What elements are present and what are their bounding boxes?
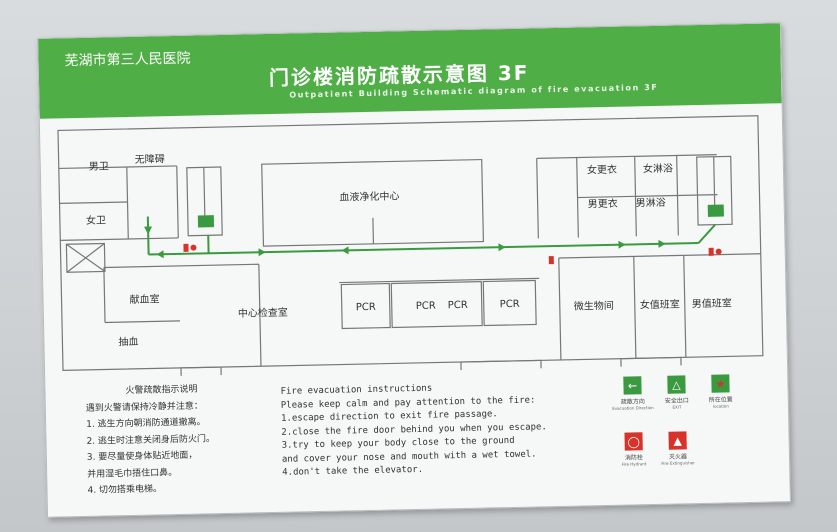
legend-sub: Fire Hydrant — [621, 461, 647, 467]
extinguisher-icon: ▲ — [668, 431, 687, 450]
cn-instruction-line: 3. 要尽量使身体贴近地面， — [86, 450, 198, 463]
room-female-duty: 女值班室 — [639, 299, 680, 312]
room-pcr-1: PCR — [355, 301, 376, 314]
chinese-instructions: 火警疏散指示说明 遇到火警请保持冷静并注意： 1. 逃生方向朝消防通道撤离。 2… — [85, 381, 216, 499]
legend-evacuation-direction: ← 疏散方向 Evacuation Direction — [611, 376, 654, 411]
room-pcr-4: PCR — [499, 298, 520, 311]
floor-plan: 男卫 无障碍 女卫 血液净化中心 女更衣 女淋浴 男更衣 男淋浴 献血室 中心检… — [56, 114, 767, 379]
cn-instruction-line: 4. 切勿搭乘电梯。 — [87, 484, 163, 496]
exit-running-icon: △ — [667, 375, 686, 394]
room-male-duty: 男值班室 — [691, 298, 732, 311]
cn-instructions-heading: 火警疏散指示说明 — [125, 384, 198, 397]
room-male-shower: 男淋浴 — [635, 197, 666, 210]
room-central-lab: 中心检查室 — [237, 307, 288, 320]
room-blood-draw: 抽血 — [118, 336, 139, 349]
legend-sub: EXIT — [672, 404, 682, 410]
legend-fire-extinguisher: ▲ 灭火器 Fire Extinguisher — [656, 431, 699, 466]
room-male-toilet: 男卫 — [88, 161, 109, 173]
legend-sub: Fire Extinguisher — [661, 460, 695, 466]
legend-sub: location — [712, 403, 729, 409]
room-female-shower: 女淋浴 — [642, 163, 674, 176]
english-instructions: Fire evacuation instructions Please keep… — [280, 380, 547, 480]
hospital-name: 芜湖市第三人民医院 — [64, 50, 191, 70]
room-microbiology: 微生物间 — [573, 300, 614, 313]
hydrant-icon: ◯ — [624, 432, 643, 451]
legend-sub: Evacuation Direction — [612, 405, 654, 411]
room-pcr-3: PCR — [447, 299, 468, 312]
sign-header: 芜湖市第三人民医院 门诊楼消防疏散示意图 3F Outpatient Build… — [38, 23, 782, 119]
arrow-left-icon: ← — [623, 376, 642, 395]
room-female-toilet: 女卫 — [85, 215, 107, 227]
room-dialysis-center: 血液净化中心 — [339, 191, 400, 204]
legend-fire-hydrant: ◯ 消防栓 Fire Hydrant — [612, 432, 655, 467]
room-blood-donation: 献血室 — [129, 294, 160, 306]
evacuation-sign: 芜湖市第三人民医院 门诊楼消防疏散示意图 3F Outpatient Build… — [37, 22, 791, 518]
room-female-changing: 女更衣 — [586, 164, 618, 177]
room-accessible-toilet: 无障碍 — [134, 154, 165, 166]
floor-plan-walls — [57, 115, 764, 379]
room-pcr-2: PCR — [415, 300, 436, 312]
star-icon: ★ — [711, 374, 730, 393]
room-male-changing: 男更衣 — [587, 198, 618, 211]
legend: ← 疏散方向 Evacuation Direction △ 安全出口 EXIT … — [611, 374, 743, 487]
legend-safety-exit: △ 安全出口 EXIT — [655, 375, 698, 410]
legend-location: ★ 所在位置 location — [699, 374, 742, 409]
cn-instruction-line: 1. 逃生方向朝消防通道撤离。 — [86, 417, 206, 430]
